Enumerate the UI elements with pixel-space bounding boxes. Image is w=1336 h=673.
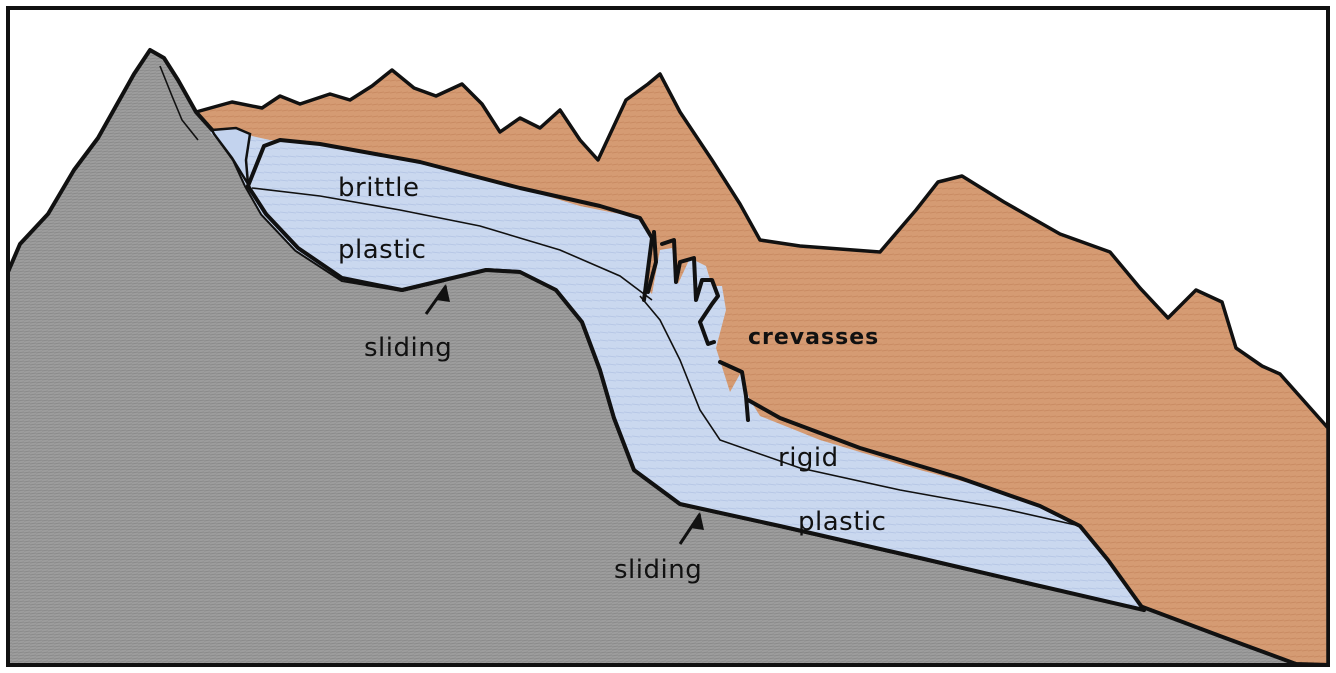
label-rigid: rigid <box>778 443 839 473</box>
label-sliding-upper: sliding <box>364 333 452 363</box>
label-plastic-lower: plastic <box>798 507 886 537</box>
label-brittle: brittle <box>338 173 420 203</box>
label-sliding-lower: sliding <box>614 555 702 585</box>
label-plastic-upper: plastic <box>338 235 426 265</box>
label-crevasses: crevasses <box>748 325 879 350</box>
